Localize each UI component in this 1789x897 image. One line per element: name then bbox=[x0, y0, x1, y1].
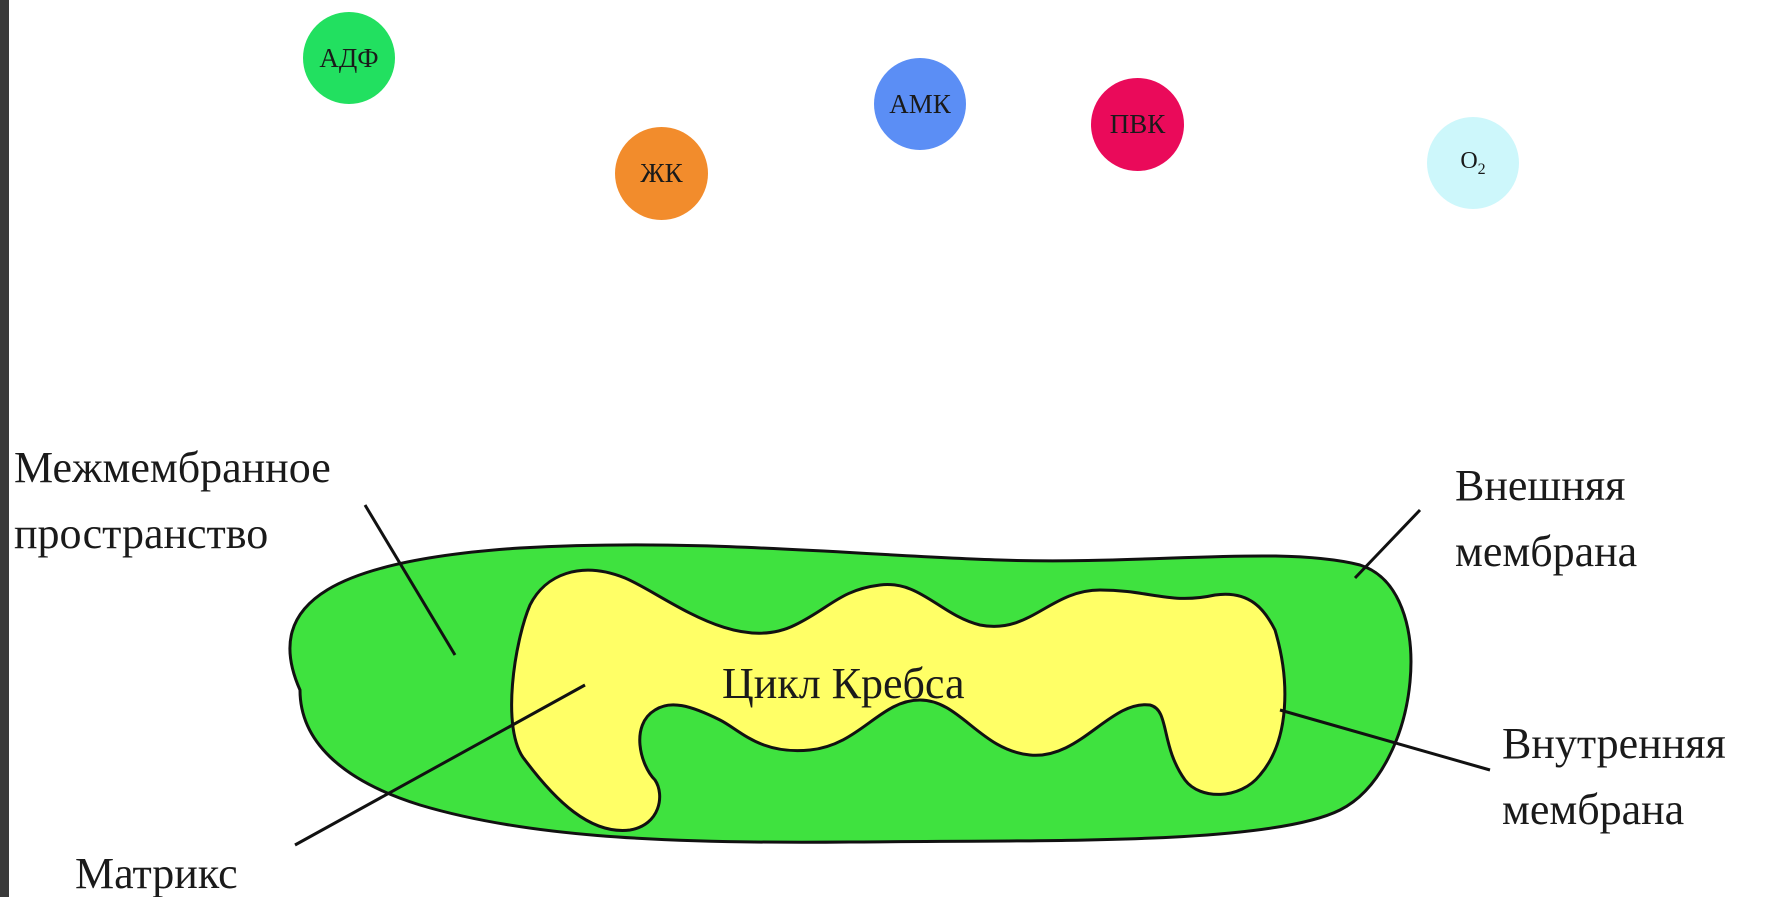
label-inner-membrane-line1: Внутренняя bbox=[1502, 719, 1726, 768]
label-intermembrane-line2: пространство bbox=[14, 509, 268, 558]
label-outer-membrane-line2: мембрана bbox=[1455, 527, 1637, 576]
label-matrix: Матрикс bbox=[75, 849, 238, 897]
label-inner-membrane-line2: мембрана bbox=[1502, 785, 1684, 834]
label-outer-membrane-line1: Внешняя bbox=[1455, 461, 1625, 510]
label-krebs-cycle: Цикл Кребса bbox=[722, 659, 965, 708]
pointer-line-outer-membrane bbox=[1355, 510, 1420, 578]
label-intermembrane-line1: Межмембранное bbox=[14, 443, 331, 492]
